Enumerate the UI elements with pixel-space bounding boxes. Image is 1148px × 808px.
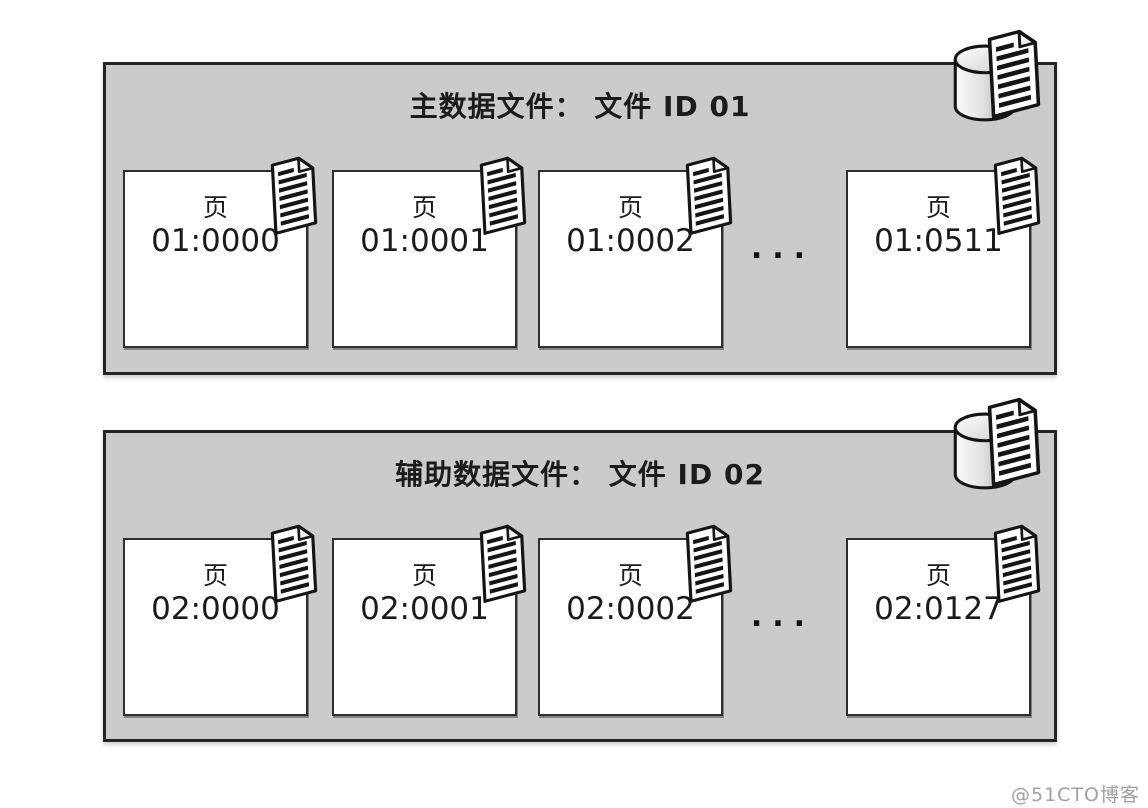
page-label: 页 [617, 561, 643, 590]
page-id: 02:0002 [566, 590, 695, 627]
page-id: 02:0127 [874, 590, 1003, 627]
secondary-file-title: 辅助数据文件： 文件 ID 02 [395, 458, 765, 491]
pages-ellipsis: ... [750, 599, 816, 634]
page-box: 页 02:0127 [846, 538, 1031, 716]
page-label: 页 [411, 561, 437, 590]
page-box: 页 01:0001 [332, 170, 517, 348]
primary-data-file-container: 主数据文件： 文件 ID 01 页 01:0000 页 01:0001 页 01… [103, 62, 1057, 375]
page-box: 页 02:0001 [332, 538, 517, 716]
page-label: 页 [202, 193, 228, 222]
page-box: 页 01:0511 [846, 170, 1031, 348]
page-label: 页 [411, 193, 437, 222]
page-label: 页 [925, 561, 951, 590]
page-box: 页 02:0002 [538, 538, 723, 716]
page-label: 页 [202, 561, 228, 590]
page-id: 01:0002 [566, 222, 695, 259]
page-id: 02:0000 [151, 590, 280, 627]
page-label: 页 [617, 193, 643, 222]
page-id: 01:0000 [151, 222, 280, 259]
primary-file-title: 主数据文件： 文件 ID 01 [409, 90, 751, 123]
page-id: 01:0001 [360, 222, 489, 259]
watermark: @51CTO博客 [1010, 784, 1140, 806]
page-box: 页 02:0000 [123, 538, 308, 716]
page-id: 02:0001 [360, 590, 489, 627]
page-label: 页 [925, 193, 951, 222]
page-box: 页 01:0000 [123, 170, 308, 348]
page-box: 页 01:0002 [538, 170, 723, 348]
secondary-data-file-container: 辅助数据文件： 文件 ID 02 页 02:0000 页 02:0001 页 0… [103, 430, 1057, 742]
page-id: 01:0511 [874, 222, 1003, 259]
pages-ellipsis: ... [750, 231, 816, 266]
